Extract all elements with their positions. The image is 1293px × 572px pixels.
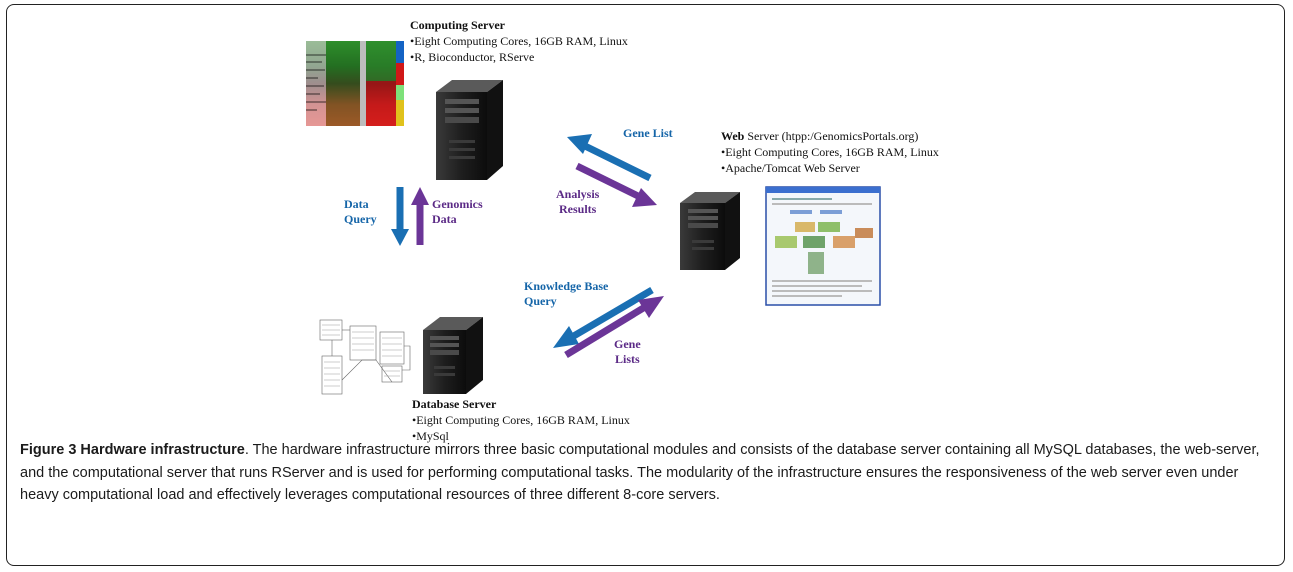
- database-server-line1: •Eight Computing Cores, 16GB RAM, Linux: [412, 413, 630, 427]
- arrow-genomics-data: [411, 187, 429, 245]
- label-data-query: Data Query: [344, 197, 377, 227]
- label-kb-query-line1: Knowledge Base: [524, 279, 609, 293]
- label-knowledge-base-query: Knowledge Base Query: [524, 279, 608, 309]
- label-genomics-data-line1: Genomics: [432, 197, 483, 211]
- web-server-title-rest: Server (htpp:/GenomicsPortals.org): [744, 129, 919, 143]
- database-server-title: Database Server: [412, 397, 497, 411]
- web-server-title-bold: Web: [721, 129, 745, 143]
- computing-server-line1: •Eight Computing Cores, 16GB RAM, Linux: [410, 34, 628, 48]
- arrow-data-query: [391, 187, 409, 246]
- web-server-line1: •Eight Computing Cores, 16GB RAM, Linux: [721, 145, 939, 159]
- computing-server-info: Computing Server •Eight Computing Cores,…: [410, 17, 628, 65]
- caption-title: Figure 3 Hardware infrastructure: [20, 442, 245, 458]
- computing-server-line2: •R, Bioconductor, RServe: [410, 50, 535, 64]
- database-schema-image: [319, 319, 411, 395]
- label-analysis-results-line2: Results: [559, 202, 597, 216]
- computing-server-tower: [436, 80, 503, 180]
- label-analysis-results: Analysis Results: [556, 187, 599, 217]
- database-server-tower: [423, 317, 483, 394]
- web-server-info: Web Server (htpp:/GenomicsPortals.org) •…: [721, 128, 939, 176]
- label-gene-lists-line1: Gene: [614, 337, 641, 351]
- label-analysis-results-line1: Analysis: [556, 187, 600, 201]
- web-page-screenshot: [765, 186, 881, 306]
- database-server-info: Database Server •Eight Computing Cores, …: [412, 396, 630, 444]
- label-gene-list: Gene List: [623, 126, 673, 140]
- figure-frame: [6, 4, 1285, 566]
- label-data-query-line1: Data: [344, 197, 369, 211]
- label-gene-lists: Gene Lists: [614, 337, 641, 367]
- arrow-knowledge-base-query: [553, 286, 654, 348]
- architecture-diagram: [306, 41, 881, 395]
- computing-server-title: Computing Server: [410, 18, 505, 32]
- arrow-gene-lists: [564, 296, 664, 358]
- web-server-line2: •Apache/Tomcat Web Server: [721, 161, 860, 175]
- figure-caption: Figure 3 Hardware infrastructure. The ha…: [20, 439, 1272, 507]
- heatmap-image: [306, 41, 404, 126]
- arrow-gene-list: [567, 134, 652, 182]
- label-data-query-line2: Query: [344, 212, 377, 226]
- web-server-tower: [680, 192, 740, 270]
- label-genomics-data: Genomics Data: [432, 197, 483, 227]
- label-gene-lists-line2: Lists: [614, 352, 640, 366]
- label-genomics-data-line2: Data: [432, 212, 457, 226]
- database-server-line2: •MySql: [412, 429, 449, 443]
- label-kb-query-line2: Query: [524, 294, 557, 308]
- caption-body: . The hardware infrastructure mirrors th…: [20, 442, 1260, 503]
- arrow-analysis-results: [575, 162, 657, 207]
